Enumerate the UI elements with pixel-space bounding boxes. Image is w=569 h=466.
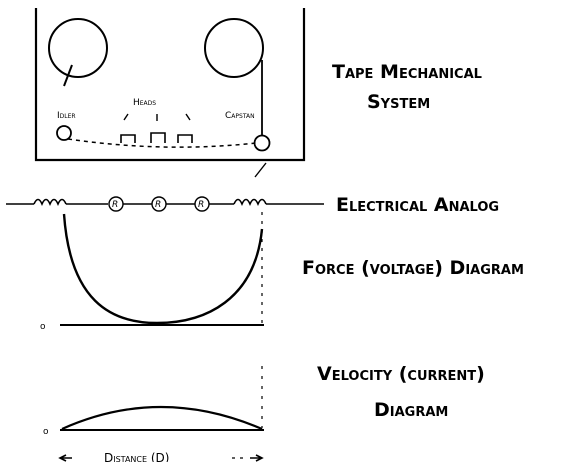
idler-roller bbox=[56, 125, 72, 141]
distance-arrow-right bbox=[250, 454, 264, 462]
head-pointers bbox=[123, 113, 191, 121]
capstan-roller bbox=[253, 134, 271, 152]
right-reel bbox=[204, 18, 264, 78]
distance-label: Distance (D) bbox=[104, 451, 169, 462]
capstan-label: Capstan bbox=[225, 111, 255, 121]
resistor-3-label: R bbox=[198, 200, 204, 210]
inductor-right bbox=[233, 198, 267, 206]
deck-frame bbox=[34, 8, 306, 162]
velocity-curve bbox=[61, 405, 263, 431]
force-origin: o bbox=[40, 322, 46, 332]
force-diagram: o bbox=[40, 212, 264, 332]
distance-arrow-left bbox=[58, 454, 72, 462]
head-2 bbox=[150, 132, 166, 143]
idler-label: Idler bbox=[57, 111, 76, 121]
title-line-1: Tape Mechanical bbox=[332, 61, 482, 83]
velocity-label-line-1: Velocity (current) bbox=[317, 363, 485, 385]
electrical-analog: R R R bbox=[6, 196, 324, 212]
force-diagram-label: Force (voltage) Diagram bbox=[302, 257, 524, 279]
left-reel-tape bbox=[63, 64, 73, 87]
inductor-left bbox=[33, 198, 67, 206]
distance-dimension: Distance (D) bbox=[58, 451, 264, 465]
resistor-1-label: R bbox=[112, 200, 118, 210]
velocity-label-line-2: Diagram bbox=[374, 399, 448, 421]
heads-label: Heads bbox=[133, 98, 156, 108]
tape-path bbox=[67, 138, 257, 148]
velocity-origin: o bbox=[43, 427, 49, 437]
left-reel bbox=[48, 18, 108, 78]
head-1 bbox=[120, 134, 136, 143]
capstan-leader bbox=[254, 162, 267, 178]
resistor-2-label: R bbox=[155, 200, 161, 210]
force-curve bbox=[62, 213, 264, 325]
head-3 bbox=[177, 134, 193, 143]
electrical-analog-label: Electrical Analog bbox=[336, 194, 499, 216]
title-line-2: System bbox=[367, 91, 430, 113]
tape-deck: Idler Heads Capstan bbox=[34, 8, 306, 178]
velocity-diagram: o bbox=[43, 366, 264, 437]
